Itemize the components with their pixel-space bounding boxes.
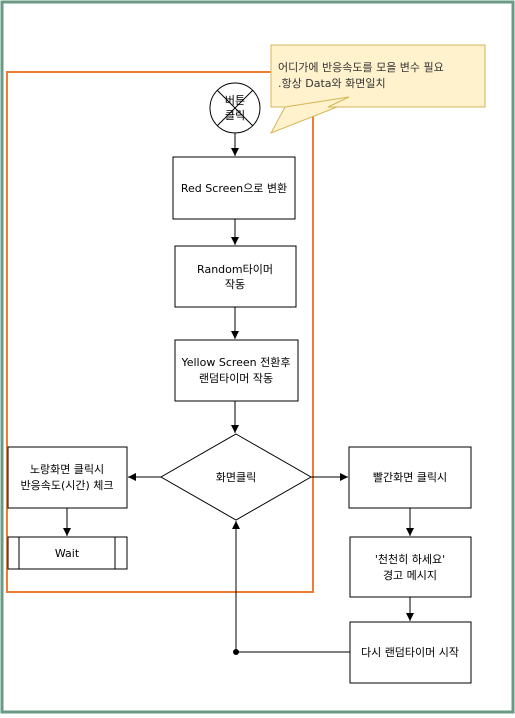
note-callout: [269, 96, 350, 134]
node-decision-label: 화면클릭: [216, 471, 256, 484]
node-yellow-click-line1: 노랑화면 클릭시: [30, 463, 104, 476]
node-random-timer-line2: 작동: [225, 278, 245, 291]
node-yellow-screen-line1: Yellow Screen 전환후: [180, 356, 290, 369]
start-label-line1: 버튼: [225, 94, 245, 107]
node-warning: [349, 536, 472, 598]
node-warning-line1: '천천히 하세요': [375, 552, 445, 566]
start-label-line2: 클릭: [225, 109, 245, 122]
node-random-timer-line1: Random타이머: [197, 263, 273, 276]
note-text-line2: .항상 Data와 화면일치: [278, 76, 386, 90]
node-warning-line2: 경고 메시지: [383, 569, 437, 582]
node-decision: [159, 433, 313, 521]
node-wait-label: Wait: [55, 547, 80, 560]
node-restart-label: 다시 랜덤타이머 시작: [361, 646, 459, 659]
group-boundary: [6, 71, 314, 593]
note-text-line1: 어디가에 반응속도를 모을 변수 필요: [278, 61, 444, 74]
node-yellow-screen-line2: 랜덤타이머 작동: [199, 372, 273, 385]
node-red-screen: [172, 156, 296, 220]
node-red-click-label: 빨간화면 클릭시: [373, 471, 447, 484]
node-yellow-click-line2: 반응속도(시간) 체크: [20, 479, 113, 492]
node-yellow-click: [7, 446, 128, 509]
node-random-timer: [174, 245, 297, 308]
note-box: [270, 44, 486, 108]
node-red-screen-label: Red Screen으로 변환: [181, 182, 287, 195]
node-yellow-screen: [174, 339, 299, 402]
node-wait: [7, 536, 128, 570]
start-cross-2: [216, 89, 254, 127]
